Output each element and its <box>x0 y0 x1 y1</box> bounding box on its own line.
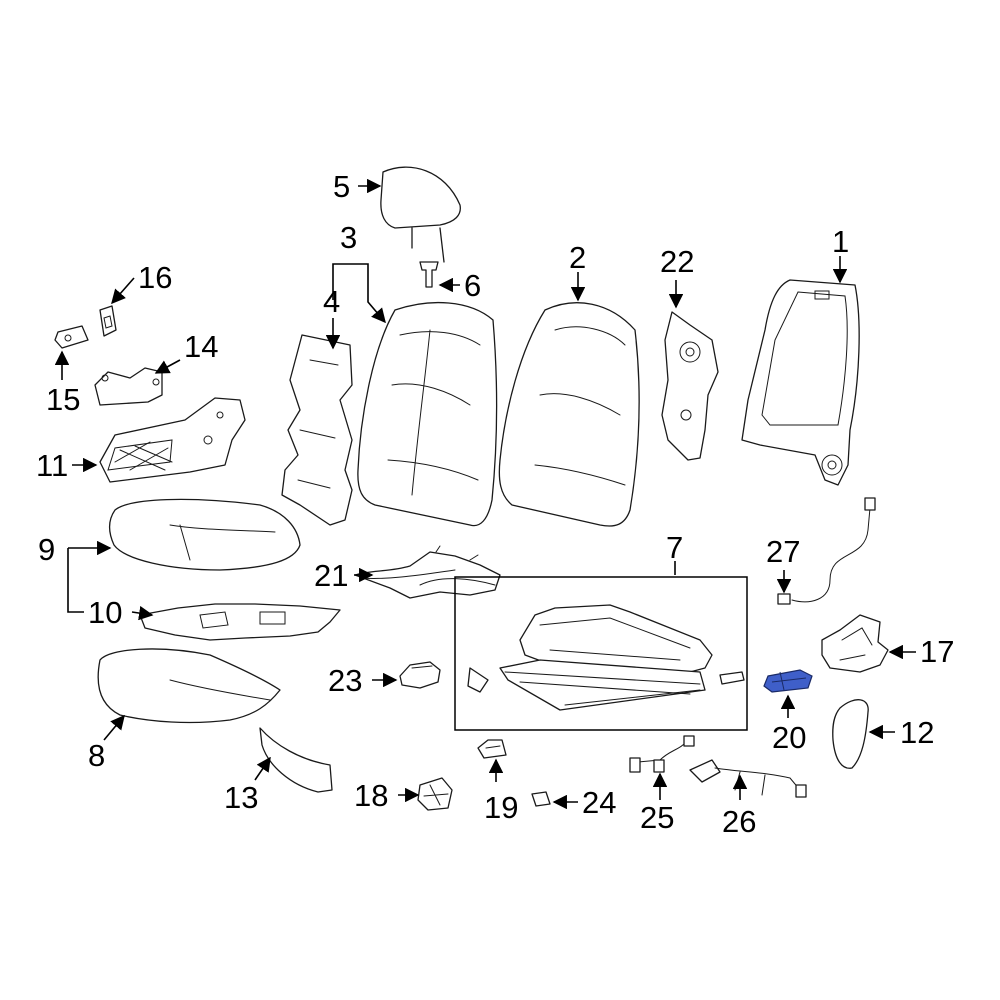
callout-16: 16 <box>138 260 172 295</box>
part-1-seat-back-frame[interactable] <box>741 279 860 486</box>
callout-21: 21 <box>314 558 348 593</box>
callout-13: 13 <box>224 780 258 815</box>
part-6-headrest-guide[interactable] <box>419 261 439 288</box>
part-2-seat-back-pad[interactable] <box>498 302 640 527</box>
callout-7: 7 <box>666 530 683 565</box>
callout-25: 25 <box>640 800 674 835</box>
callout-27: 27 <box>766 534 800 569</box>
part-5-headrest[interactable] <box>380 166 461 263</box>
callout-3: 3 <box>340 220 357 255</box>
part-21-wire-harness[interactable] <box>354 545 501 599</box>
callout-18: 18 <box>354 778 388 813</box>
part-18-connector[interactable] <box>417 777 453 811</box>
callout-23: 23 <box>328 663 362 698</box>
callout-numbers: 1 2 3 4 5 6 7 8 9 10 11 12 13 14 15 16 1… <box>36 169 954 839</box>
callout-1: 1 <box>832 224 849 259</box>
callout-17: 17 <box>920 634 954 669</box>
callout-14: 14 <box>184 329 218 364</box>
part-9-seat-cushion-cover[interactable] <box>108 498 301 571</box>
part-27-harness[interactable] <box>777 497 876 605</box>
part-23-cover[interactable] <box>399 661 441 689</box>
part-13-trim[interactable] <box>259 727 333 793</box>
part-26-harness[interactable] <box>689 759 807 798</box>
callout-26: 26 <box>722 804 756 839</box>
part-14-bracket[interactable] <box>94 367 163 406</box>
callout-8: 8 <box>88 738 105 773</box>
callout-2: 2 <box>569 240 586 275</box>
callout-19: 19 <box>484 790 518 825</box>
part-15-cover[interactable] <box>54 325 89 349</box>
part-19-clip[interactable] <box>477 739 507 759</box>
part-24-block[interactable] <box>531 791 551 807</box>
callout-24: 24 <box>582 785 616 820</box>
part-17-bracket[interactable] <box>821 614 889 673</box>
callout-20: 20 <box>772 720 806 755</box>
callout-10: 10 <box>88 595 122 630</box>
callout-9: 9 <box>38 532 55 567</box>
part-3-seat-back-cover[interactable] <box>357 302 498 527</box>
callout-leaders <box>54 178 916 810</box>
callout-15: 15 <box>46 382 80 417</box>
part-12-side-cover[interactable] <box>832 699 869 769</box>
callout-22: 22 <box>660 244 694 279</box>
callout-6: 6 <box>464 268 481 303</box>
part-8-cushion-pad[interactable] <box>97 648 281 724</box>
part-20-bracket-highlighted[interactable] <box>763 669 813 693</box>
part-4-seat-back-pad[interactable] <box>281 334 353 526</box>
part-16-clip[interactable] <box>99 305 117 337</box>
part-10-cushion-sheet[interactable] <box>139 603 341 641</box>
part-11-side-shield[interactable] <box>99 397 246 483</box>
part-22-side-panel[interactable] <box>661 311 719 461</box>
part-25-harness[interactable] <box>629 735 695 773</box>
part-7-seat-track-box[interactable] <box>454 576 748 731</box>
callout-4: 4 <box>323 284 340 319</box>
callout-12: 12 <box>900 715 934 750</box>
callout-11: 11 <box>36 448 68 483</box>
callout-5: 5 <box>333 169 350 204</box>
